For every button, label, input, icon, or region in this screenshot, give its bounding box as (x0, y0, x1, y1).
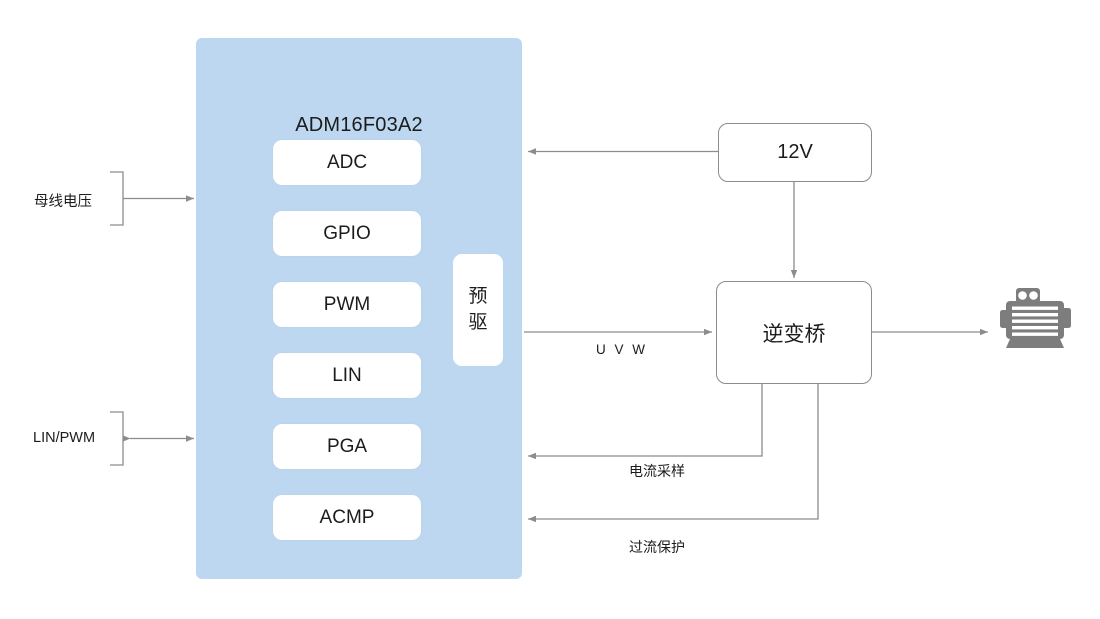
label-lin-pwm: LIN/PWM (33, 430, 96, 446)
peripheral-block-adc[interactable]: ADC (273, 140, 421, 185)
inverter-bridge-label: 逆变桥 (762, 322, 826, 346)
peripheral-label: PGA (326, 435, 368, 457)
current-sampling-arrow (528, 382, 763, 460)
peripheral-label: ADC (326, 151, 368, 173)
label-bus-voltage: 母线电压 (34, 194, 92, 210)
predriver-label-line2: 驱 (468, 312, 488, 333)
peripheral-block-pwm[interactable]: PWM (273, 282, 421, 327)
power-supply-block-12v[interactable]: 12V (718, 123, 872, 182)
peripheral-block-lin[interactable]: LIN (273, 353, 421, 398)
peripheral-block-pga[interactable]: PGA (273, 424, 421, 469)
peripheral-label: ACMP (319, 506, 375, 528)
predriver-label-line1: 预 (468, 286, 488, 308)
peripheral-block-gpio[interactable]: GPIO (273, 211, 421, 256)
lin-pwm-bracket (110, 411, 124, 466)
peripheral-block-acmp[interactable]: ACMP (273, 495, 421, 540)
peripheral-label: GPIO (323, 222, 371, 244)
inverter-bridge-block[interactable]: 逆变桥 (716, 281, 872, 384)
predriver-block[interactable]: 预 驱 (453, 254, 503, 366)
peripheral-label: LIN (332, 364, 362, 386)
motor-icon (998, 288, 1076, 350)
chip-title: ADM16F03A2 (295, 114, 423, 136)
peripheral-label: PWM (323, 293, 371, 315)
bus-voltage-bracket (110, 171, 124, 226)
label-uvw: U V W (596, 342, 648, 357)
overcurrent-protection-arrow (528, 382, 819, 523)
power-supply-label: 12V (777, 141, 813, 163)
label-current-sampling: 电流采样 (629, 463, 685, 479)
label-overcurrent-protection: 过流保护 (629, 539, 685, 555)
